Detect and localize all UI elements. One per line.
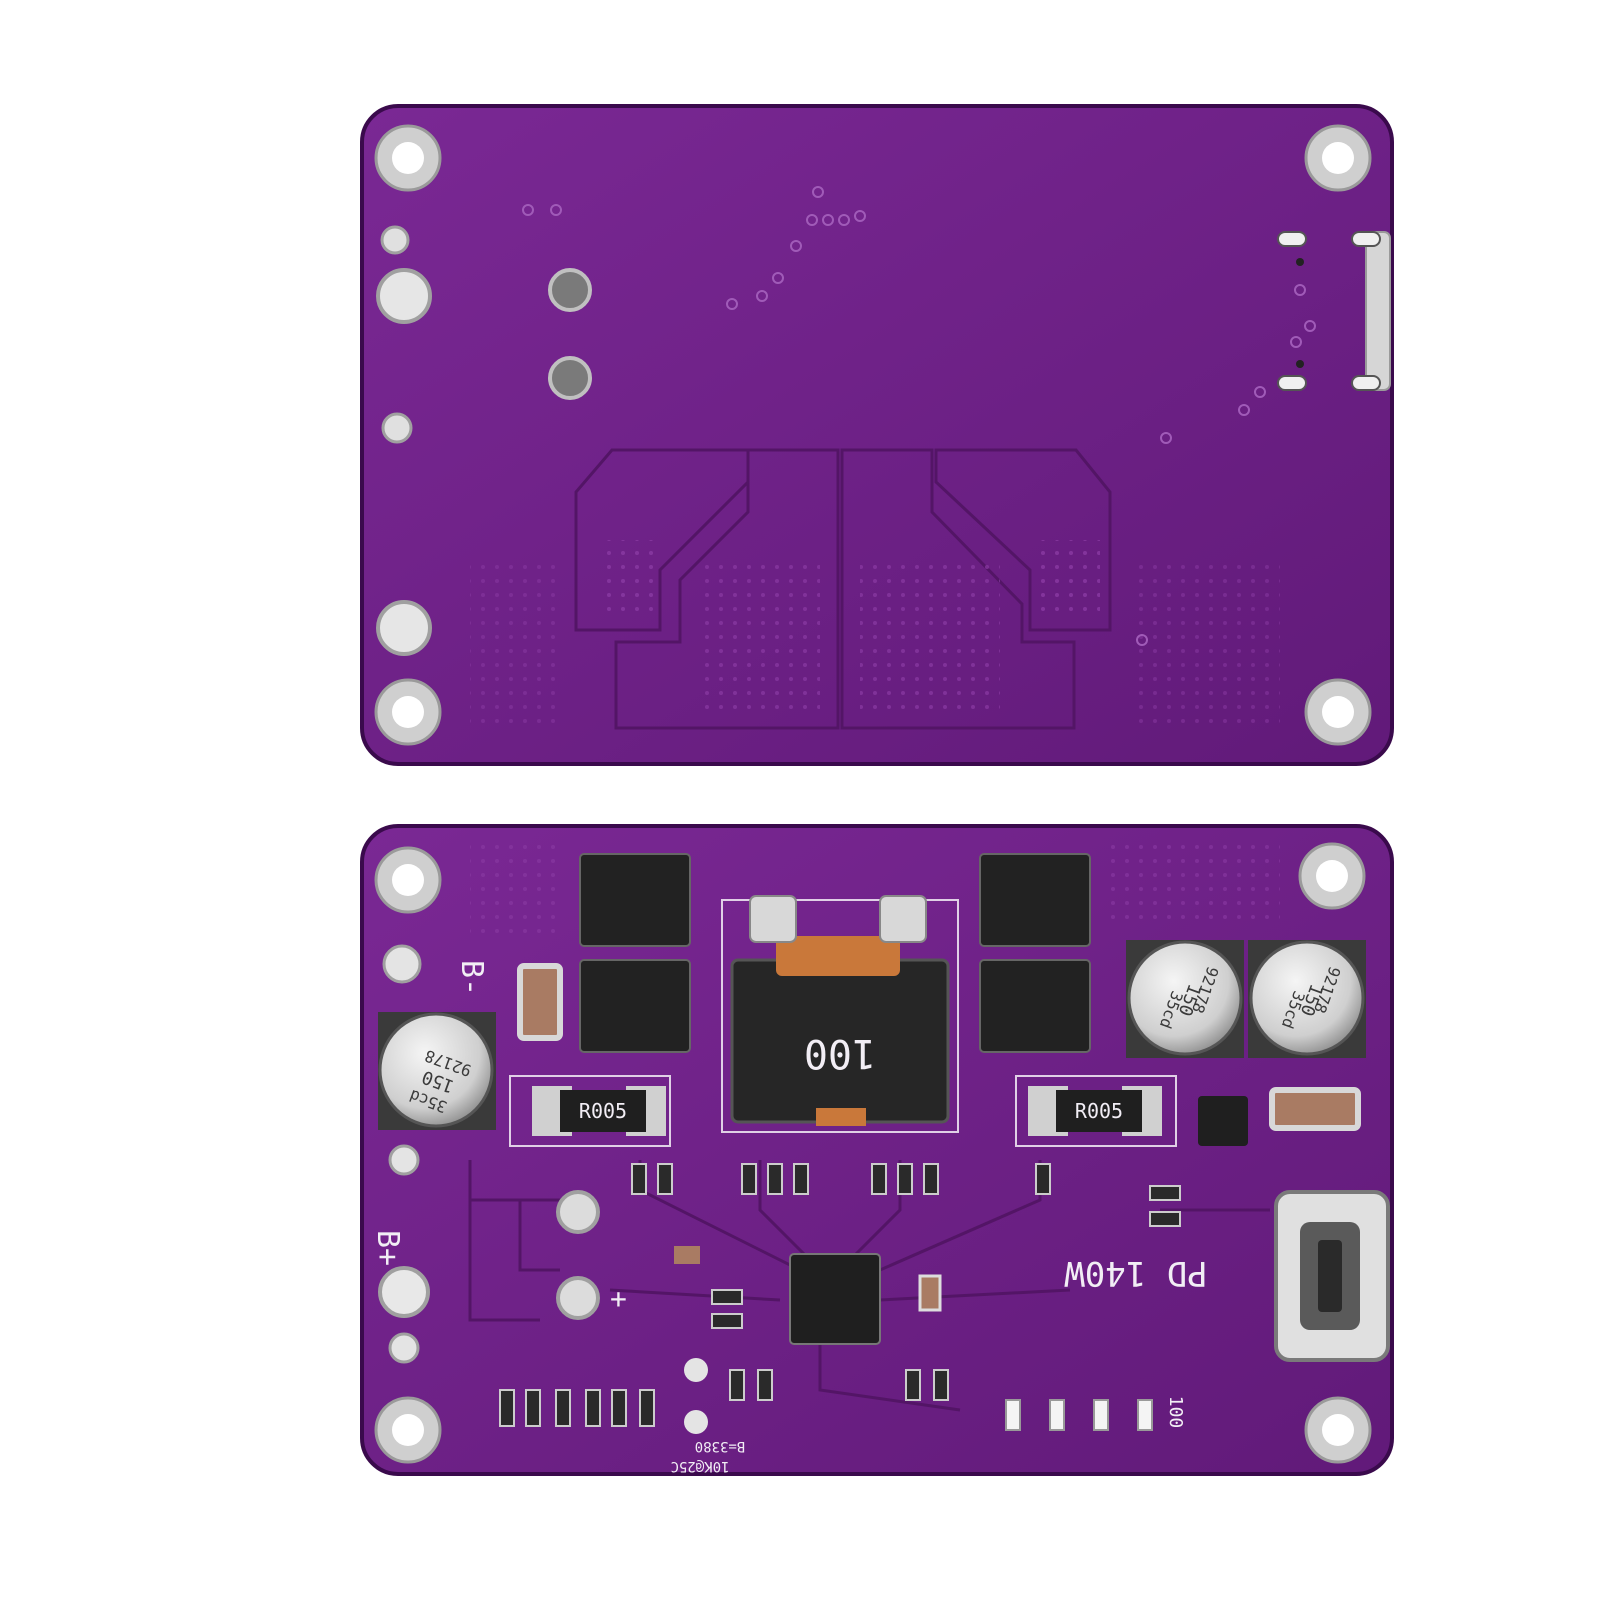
svg-text:R005: R005: [579, 1099, 627, 1123]
inductor-marking: 100: [804, 1030, 876, 1076]
shunt-resistor-right: R005: [1015, 1075, 1177, 1147]
mosfet-2: [579, 959, 691, 1053]
controller-ic: [789, 1253, 881, 1345]
mosfet-1: [579, 853, 691, 947]
led-2: [1049, 1399, 1065, 1431]
smd-resistors: [499, 1163, 1181, 1427]
mounting-hole-top-tl: [374, 846, 442, 914]
led-4: [1137, 1399, 1153, 1431]
via-field-top-right: [1110, 840, 1280, 920]
silk-b-minus: B-: [454, 960, 489, 996]
pad-b-plus-3: [388, 1332, 420, 1364]
via-field-edge-right: [1130, 560, 1280, 730]
led-3: [1093, 1399, 1109, 1431]
copper-pour-center-right: [840, 448, 1076, 730]
shunt-resistor-left: R005: [509, 1075, 671, 1147]
board-top: B- B+ + PD 140W 10K@25C B=3380 100 100: [360, 824, 1394, 1476]
via-field-edge-left: [470, 560, 560, 730]
pad-b-plus-1: [388, 1144, 420, 1176]
svg-text:R005: R005: [1075, 1099, 1123, 1123]
mosfets: [579, 853, 1091, 1053]
silk-plus: +: [610, 1282, 627, 1315]
mounting-hole-bottom-tr: [1304, 124, 1372, 192]
mounting-hole-bottom-tl: [374, 124, 442, 192]
silk-thermistor-2: B=3380: [695, 1438, 746, 1454]
silk-thermistor-1: 10K@25C: [670, 1458, 729, 1474]
via-field-left: [600, 540, 660, 620]
battery-pads: [378, 944, 600, 1364]
pad-input-1: [556, 1190, 600, 1234]
mounting-hole-bottom-br: [1304, 678, 1372, 746]
silk-b-plus: B+: [370, 1230, 405, 1266]
copper-pour-center-left: [614, 448, 840, 730]
scattered-vias-bottom: [522, 186, 1316, 646]
pad-input-2: [556, 1276, 600, 1320]
silk-power-rating: PD 140W: [1064, 1253, 1208, 1293]
ceramic-capacitors: [517, 963, 1361, 1312]
pad-b-plus-2: [378, 1266, 430, 1318]
board-bottom: [360, 104, 1394, 766]
inductor: 100: [721, 895, 959, 1133]
thermistor-pad-2: [684, 1410, 708, 1434]
mounting-hole-bottom-bl: [374, 678, 442, 746]
copper-pour-right: [934, 448, 1112, 632]
capacitor-left: 92178 150 35cd: [378, 1012, 496, 1130]
mounting-hole-top-bl: [374, 1396, 442, 1464]
mosfet-3: [979, 853, 1091, 947]
pad-b-minus: [382, 944, 422, 984]
thermistor-pad-1: [684, 1358, 708, 1382]
mounting-hole-top-br: [1304, 1396, 1372, 1464]
edge-pads-bottom: [376, 225, 592, 656]
status-leds: [1005, 1399, 1153, 1431]
capacitor-right-1: 92178 150 35cd: [1126, 940, 1244, 1058]
via-field-top-left: [470, 840, 560, 940]
silk-led-label: 100: [1165, 1396, 1186, 1429]
via-field-center-right: [860, 560, 1000, 710]
led-1: [1005, 1399, 1021, 1431]
via-field-right: [1040, 540, 1100, 620]
usb-c-port: [1274, 1190, 1390, 1362]
mosfet-4: [979, 959, 1091, 1053]
capacitor-right-2: 92178 150 35cd: [1248, 940, 1366, 1058]
mounting-hole-top-tr: [1298, 842, 1366, 910]
usb-c-back-pads: [1277, 231, 1391, 391]
sensor-chip: [1198, 1096, 1248, 1146]
via-field-center: [700, 560, 820, 710]
